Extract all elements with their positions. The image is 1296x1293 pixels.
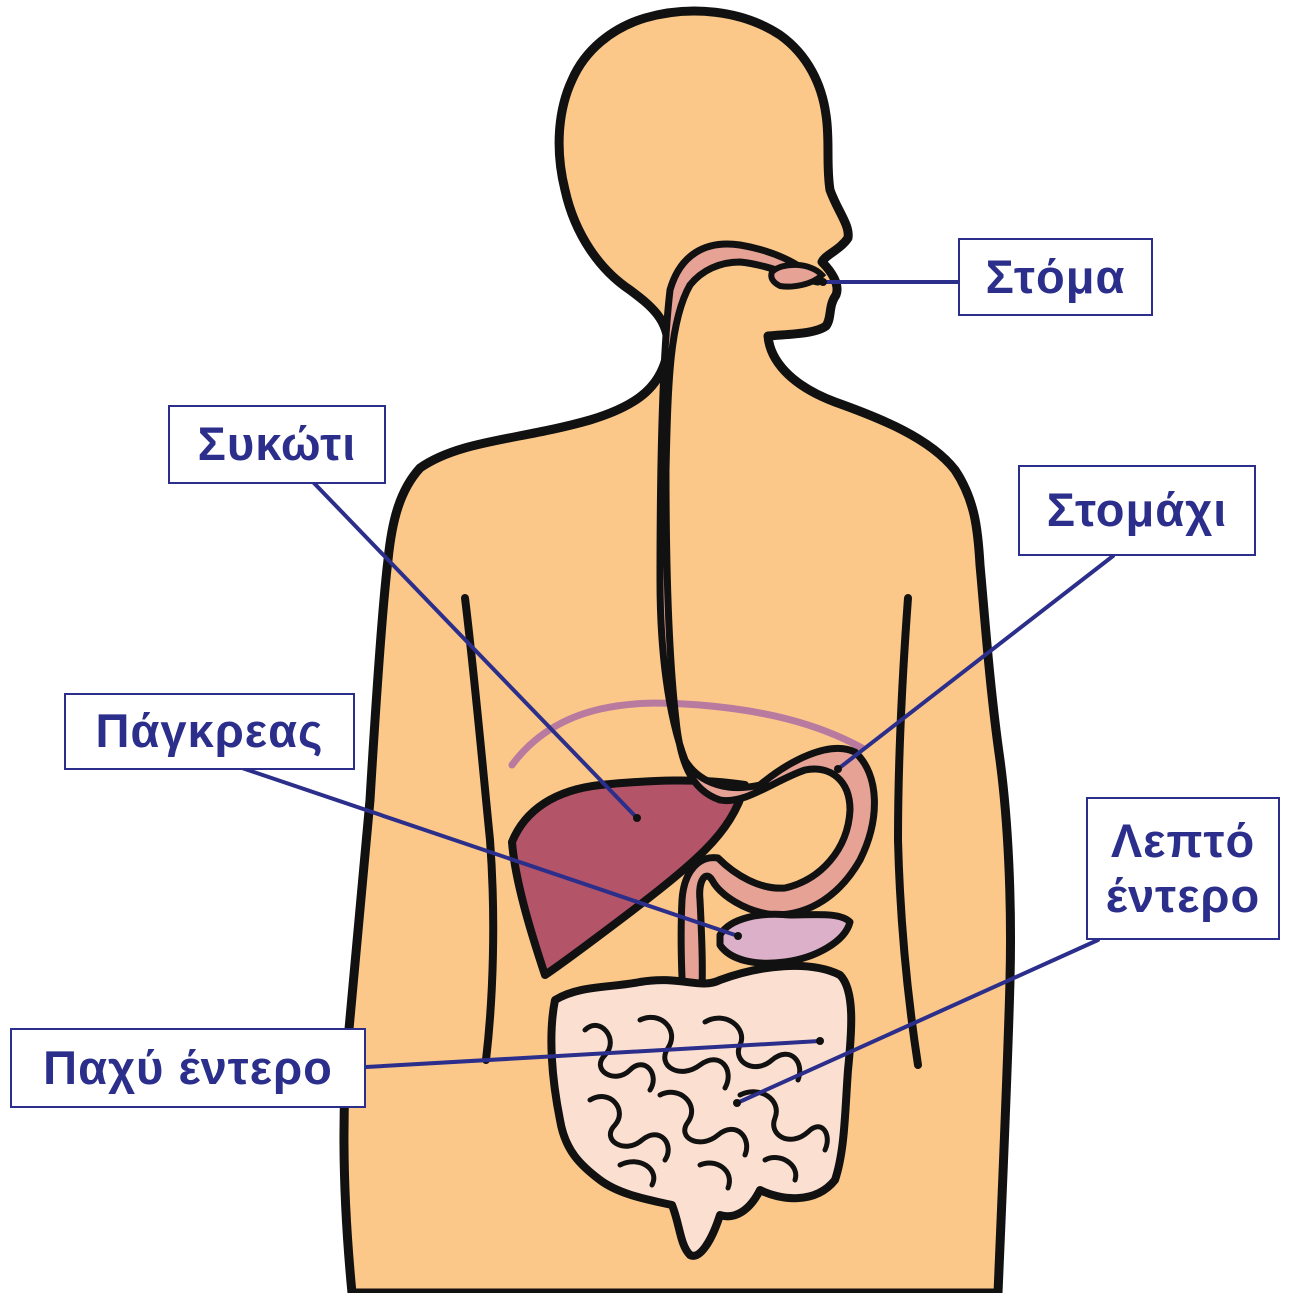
- label-large-intestine: Παχύ έντερο: [10, 1028, 366, 1108]
- label-pancreas: Πάγκρεας: [64, 693, 355, 770]
- label-mouth-text: Στόμα: [986, 250, 1126, 304]
- label-mouth: Στόμα: [958, 238, 1153, 316]
- label-small-intestine-text-line1: Λεπτό: [1111, 814, 1255, 868]
- small-intestine-endpoint-dot: [733, 1099, 741, 1107]
- label-small-intestine-text-line2: έντερο: [1106, 869, 1260, 923]
- label-liver-text: Συκώτι: [198, 417, 357, 471]
- label-large-intestine-text: Παχύ έντερο: [43, 1041, 333, 1095]
- label-pancreas-text: Πάγκρεας: [96, 704, 324, 758]
- large-intestine-endpoint-dot: [816, 1037, 824, 1045]
- label-stomach: Στομάχι: [1018, 465, 1256, 556]
- label-stomach-text: Στομάχι: [1047, 483, 1228, 537]
- mouth-endpoint-dot: [819, 278, 827, 286]
- label-liver: Συκώτι: [168, 405, 386, 484]
- label-small-intestine: Λεπτό έντερο: [1086, 797, 1280, 940]
- liver-endpoint-dot: [633, 814, 641, 822]
- pancreas-endpoint-dot: [734, 932, 742, 940]
- stomach-endpoint-dot: [834, 765, 842, 773]
- mouth-opening: [771, 265, 822, 287]
